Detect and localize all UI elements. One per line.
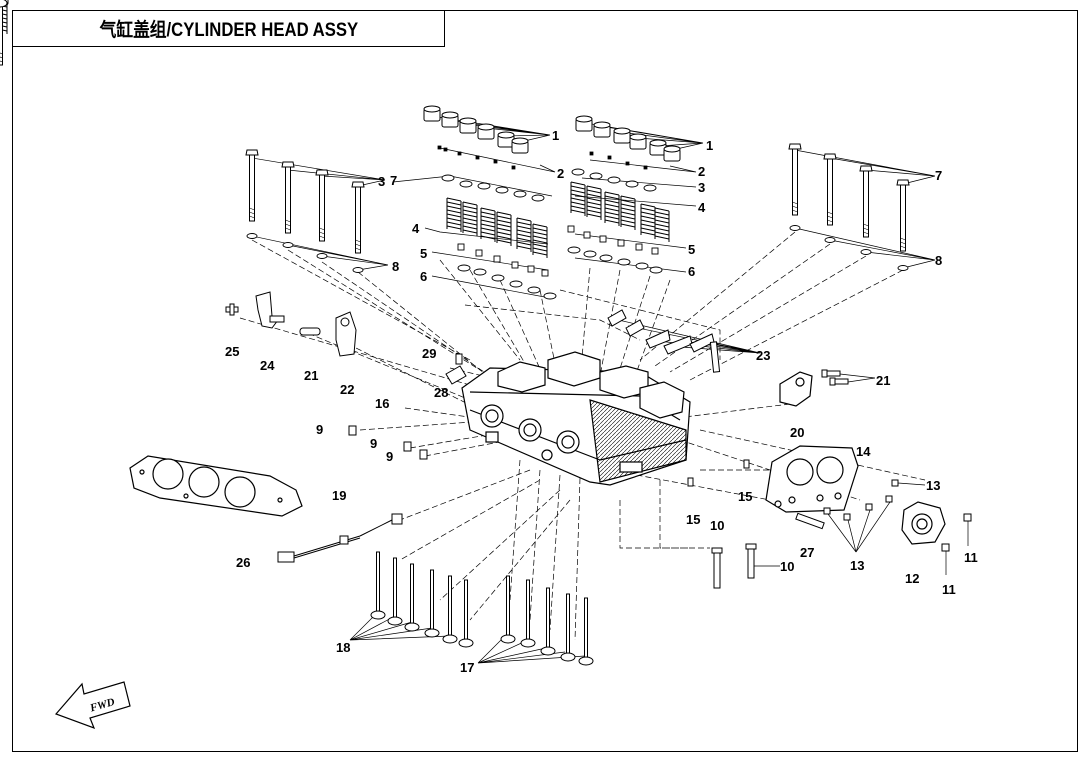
callout: 22 [340,382,354,397]
callout: 15 [738,489,752,504]
fwd-arrow-icon: FWD [54,681,131,730]
callout: 6 [688,264,695,279]
cylinder-head [461,351,691,486]
callout: 6 [420,269,427,284]
bolt-washers [246,225,909,273]
guide-pins [607,309,721,373]
callout: 13 [926,478,940,493]
callout: 12 [905,571,919,586]
callout: 18 [336,640,350,655]
callout: 24 [260,358,275,373]
callout: 5 [688,242,695,257]
callout: 11 [942,582,956,597]
spring-seats [457,246,663,300]
dowel-pins [348,425,428,460]
callout: 8 [392,259,399,274]
callout: 11 [964,550,978,565]
callout: 2 [557,166,564,181]
cover-gasket [765,445,859,513]
valve-stem-seals [457,225,659,277]
callout: 9 [316,422,323,437]
callout: 20 [790,425,804,440]
callout: 19 [332,488,346,503]
cam-sensor-group [225,291,357,357]
bracket-bolts [821,369,849,386]
callout: 3 [698,180,705,195]
callout: 29 [422,346,436,361]
callout: 10 [710,518,724,533]
valve-buckets [0,0,681,162]
title-box: 气缸盖组/CYLINDER HEAD ASSY [12,10,445,47]
callout: 4 [698,200,706,215]
callout: 7 [390,173,397,188]
valve-keepers [437,145,648,170]
valve-springs [0,0,670,259]
callout: 3 [378,174,385,189]
head-gasket [129,455,303,517]
valves [0,0,594,666]
callout: 5 [420,246,427,261]
small-bolts [687,459,972,589]
callout: 21 [304,368,318,383]
callout: 1 [552,128,559,143]
callout: 21 [876,373,890,388]
bracket [779,371,813,407]
callout: 10 [780,559,794,574]
spring-retainers [441,168,657,202]
callout: 23 [756,348,770,363]
callout: 9 [370,436,377,451]
callout: 1 [706,138,713,153]
callout: 8 [935,253,942,268]
callout: 14 [856,444,871,459]
callout: 16 [375,396,389,411]
head-bolts [0,0,910,254]
callout: 13 [850,558,864,573]
diagram-title: 气缸盖组/CYLINDER HEAD ASSY [99,20,358,41]
callout: 27 [800,545,814,560]
callout: 15 [686,512,700,527]
callout: 17 [460,660,474,675]
callout: 25 [225,344,239,359]
callout-numbers: 1 1 2 2 3 3 4 4 5 5 6 6 7 7 8 8 9 9 9 10… [225,128,978,675]
callout: 9 [386,449,393,464]
callout: 26 [236,555,250,570]
drawing-frame [12,10,1078,752]
callout: 28 [434,385,448,400]
callout: 4 [412,221,420,236]
small-fittings [445,353,467,385]
callout: 7 [935,168,942,183]
temp-sensor [277,513,403,563]
thermostat-cover [901,501,946,545]
callout: 2 [698,164,705,179]
